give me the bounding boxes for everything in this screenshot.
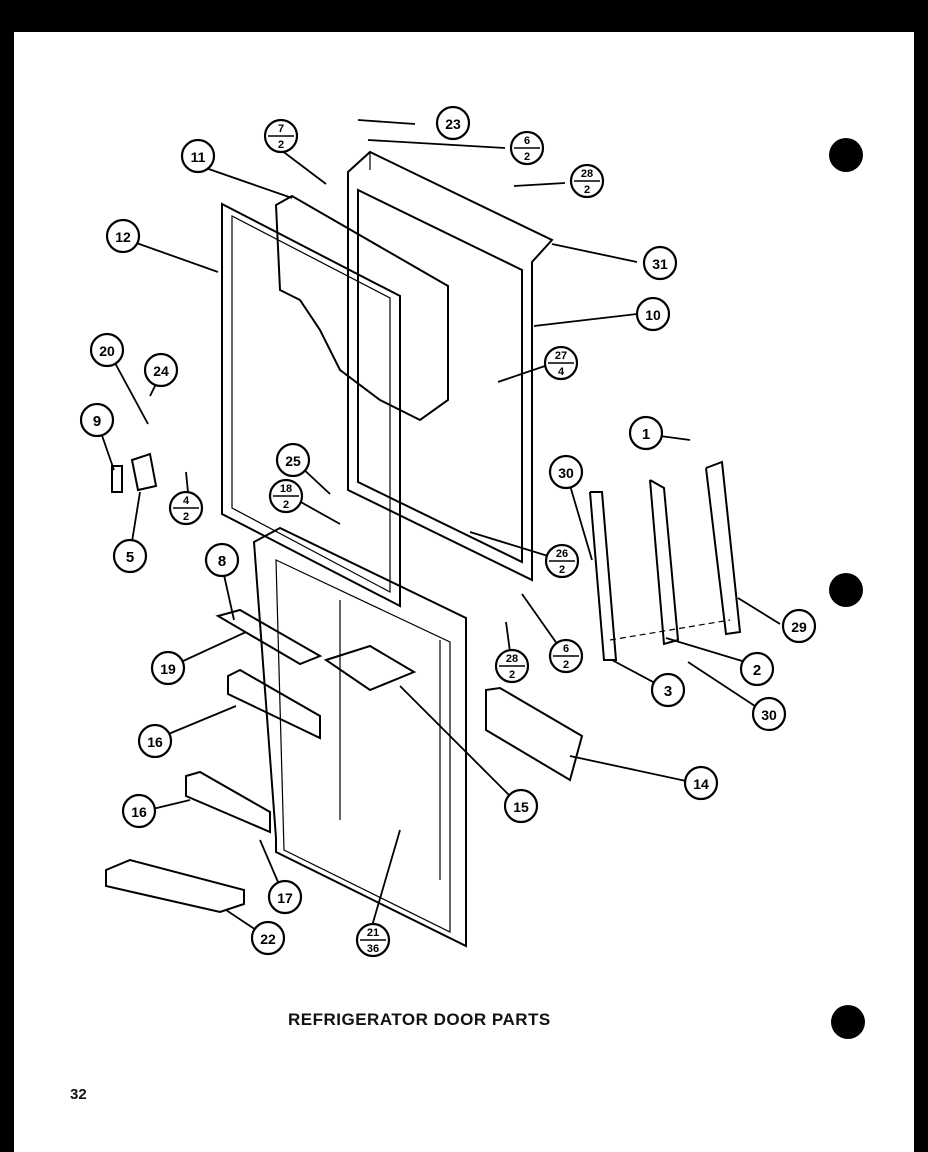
callout-7-2: 72	[263, 118, 299, 154]
callout-23: 23	[435, 105, 471, 141]
svg-text:2: 2	[283, 499, 289, 511]
callout-4-2: 42	[168, 490, 204, 526]
binder-hole-bottom	[831, 1005, 865, 1039]
page-number: 32	[70, 1086, 87, 1103]
callout-9: 9	[79, 402, 115, 438]
diagram-page	[14, 32, 914, 1152]
svg-text:12: 12	[115, 229, 131, 245]
svg-text:14: 14	[693, 776, 709, 792]
svg-text:22: 22	[260, 931, 276, 947]
callout-25: 25	[275, 442, 311, 478]
svg-text:7: 7	[278, 123, 284, 135]
callout-20: 20	[89, 332, 125, 368]
svg-text:6: 6	[524, 135, 530, 147]
svg-text:16: 16	[147, 734, 163, 750]
svg-text:6: 6	[563, 643, 569, 655]
svg-text:2: 2	[559, 564, 565, 576]
callout-2: 2	[739, 651, 775, 687]
svg-text:4: 4	[183, 495, 190, 507]
svg-text:2: 2	[753, 662, 761, 679]
bin-lower-part	[185, 770, 271, 834]
svg-text:9: 9	[93, 413, 101, 430]
leader-lines	[97, 119, 781, 939]
svg-text:2: 2	[509, 669, 515, 681]
svg-text:30: 30	[761, 707, 777, 723]
svg-text:36: 36	[367, 943, 379, 955]
svg-text:11: 11	[191, 149, 206, 165]
svg-text:8: 8	[218, 553, 226, 570]
diagram-title: REFRIGERATOR DOOR PARTS	[288, 1010, 551, 1029]
svg-text:2: 2	[278, 139, 284, 151]
callout-26-2: 262	[544, 543, 580, 579]
callout-16-lower: 16	[121, 793, 157, 829]
callout-6-2-bottom: 62	[548, 638, 584, 674]
callout-3: 3	[650, 672, 686, 708]
svg-text:29: 29	[791, 619, 807, 635]
callout-28-2-top: 282	[569, 163, 605, 199]
gasket-part	[221, 202, 401, 608]
callout-1: 1	[628, 415, 664, 451]
callout-28-2-bottom: 282	[494, 648, 530, 684]
svg-text:2: 2	[584, 184, 590, 196]
callout-15: 15	[503, 788, 539, 824]
svg-text:1: 1	[642, 426, 650, 443]
svg-text:28: 28	[581, 168, 593, 180]
svg-text:5: 5	[126, 549, 134, 566]
svg-text:23: 23	[445, 116, 461, 132]
svg-text:30: 30	[558, 465, 574, 481]
lower-liner-part	[252, 526, 467, 948]
callout-30-bottom: 30	[751, 696, 787, 732]
callout-6-2-top: 62	[509, 130, 545, 166]
svg-text:31: 31	[652, 256, 668, 272]
svg-text:2: 2	[524, 151, 530, 163]
callout-10: 10	[635, 296, 671, 332]
svg-text:28: 28	[506, 653, 518, 665]
callout-24: 24	[143, 352, 179, 388]
callout-16-upper: 16	[137, 723, 173, 759]
shelf-part	[485, 686, 584, 782]
callout-27-4: 274	[543, 345, 579, 381]
hinge-part	[130, 452, 158, 492]
callout-14: 14	[683, 765, 719, 801]
svg-text:18: 18	[280, 483, 292, 495]
svg-text:10: 10	[645, 307, 661, 323]
callout-17: 17	[267, 879, 303, 915]
callout-8: 8	[204, 542, 240, 578]
svg-text:2: 2	[183, 511, 189, 523]
callout-5: 5	[112, 538, 148, 574]
spacer-part	[111, 465, 123, 493]
callout-22: 22	[250, 920, 286, 956]
callout-19: 19	[150, 650, 186, 686]
callout-31: 31	[642, 245, 678, 281]
binder-hole-top	[829, 138, 863, 172]
callout-11: 11	[180, 138, 216, 174]
callout-18-2: 182	[268, 478, 304, 514]
tray-part	[323, 644, 417, 692]
callout-30-top: 30	[548, 454, 584, 490]
hinge-bars-part	[589, 460, 742, 661]
svg-text:27: 27	[555, 350, 567, 362]
binder-hole-middle	[829, 573, 863, 607]
egg-tray-part	[105, 858, 245, 914]
svg-text:20: 20	[99, 343, 115, 359]
liner-part	[274, 194, 449, 422]
callout-29: 29	[781, 608, 817, 644]
svg-text:24: 24	[153, 363, 169, 379]
svg-text:17: 17	[277, 890, 293, 906]
svg-text:26: 26	[556, 548, 568, 560]
callout-12: 12	[105, 218, 141, 254]
svg-text:16: 16	[131, 804, 147, 820]
door-frame-part	[347, 150, 554, 582]
svg-text:19: 19	[160, 661, 176, 677]
svg-text:4: 4	[558, 366, 565, 378]
svg-text:21: 21	[367, 927, 379, 939]
svg-text:25: 25	[285, 453, 301, 469]
svg-text:2: 2	[563, 659, 569, 671]
bin-upper-part	[227, 668, 321, 740]
svg-text:15: 15	[513, 799, 529, 815]
svg-text:3: 3	[664, 683, 672, 700]
